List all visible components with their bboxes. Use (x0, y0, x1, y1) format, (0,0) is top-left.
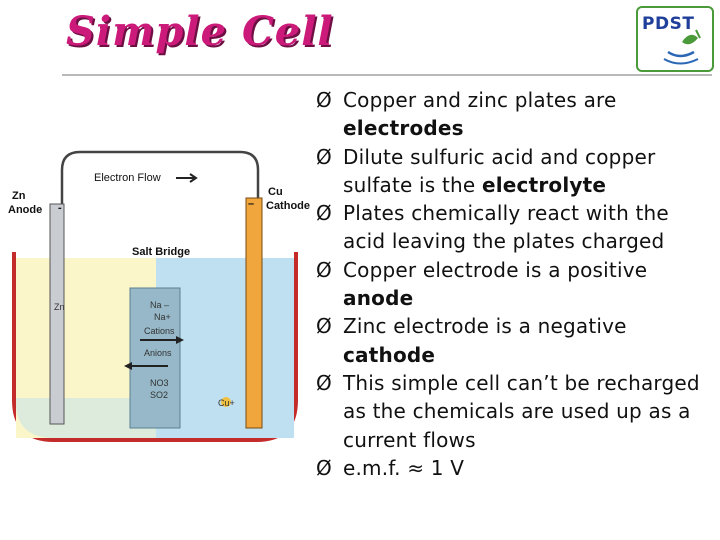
bullet-keyword: cathode (343, 342, 436, 367)
nitrate-ion-label: NO3 (150, 378, 169, 388)
sodium-ion-label: Na – (150, 300, 170, 310)
sodium-ion-label-2: Na+ (154, 312, 171, 322)
bullet-item: Ø Zinc electrode is a negative cathode (316, 312, 716, 369)
copper-electrode (245, 197, 263, 429)
electron-flow-label: Electron Flow (94, 172, 161, 184)
bullet-arrow-icon: Ø (316, 144, 332, 169)
bullet-text: Plates chemically react with the acid le… (343, 201, 669, 254)
bullet-arrow-icon: Ø (316, 88, 332, 112)
zn-ion-label: Zn (54, 302, 65, 312)
bullet-item: Ø This simple cell can’t be recharged as … (316, 369, 716, 454)
bullet-item: Ø Copper electrode is a positive anode (316, 256, 716, 313)
slide-title: Simple Cell (66, 8, 334, 55)
logo-graphic-icon (663, 29, 701, 65)
bullet-text: Zinc electrode is a negative (343, 314, 627, 339)
bullet-keyword: anode (343, 286, 414, 311)
copper-ion (221, 397, 231, 407)
external-wire (60, 150, 260, 216)
title-divider (62, 74, 712, 76)
salt-bridge (129, 287, 181, 429)
bullet-text: e.m.f. ≈ 1 V (343, 455, 465, 480)
bullet-item: Ø Dilute sulfuric acid and copper sulfate… (316, 143, 716, 200)
bullet-arrow-icon: Ø (316, 201, 332, 226)
bullet-arrow-icon: Ø (316, 455, 332, 480)
pdst-logo: PDST (636, 6, 714, 72)
zinc-sign: - (58, 202, 62, 214)
cu-label: Cu (268, 186, 283, 198)
cathode-label: Cathode (266, 200, 310, 212)
bullet-keyword: electrolyte (481, 172, 607, 197)
logo-text: PDST (642, 14, 695, 34)
copper-sign: – (248, 198, 255, 210)
simple-cell-diagram (12, 150, 298, 442)
cations-label: Cations (144, 326, 175, 336)
bullet-item: Ø Plates chemically react with the acid l… (316, 199, 716, 256)
bullet-text: Copper electrode is a positive (343, 257, 648, 282)
sulfate-ion-label: SO2 (150, 390, 169, 400)
zn-label: Zn (12, 190, 26, 202)
bullet-arrow-icon: Ø (316, 314, 332, 339)
anions-label: Anions (144, 348, 172, 358)
bullet-text: This simple cell can’t be recharged as t… (343, 370, 700, 452)
bullet-item: Ø Copper and zinc plates are electrodes (316, 86, 716, 143)
bullet-text: Copper and zinc plates are (343, 88, 617, 112)
cu-ion-label: Cu+ (218, 398, 235, 408)
salt-bridge-label: Salt Bridge (132, 246, 191, 258)
bullet-arrow-icon: Ø (316, 370, 332, 395)
anode-label: Anode (8, 204, 43, 216)
bullet-keyword: electrodes (343, 116, 464, 141)
zinc-electrode (49, 203, 65, 425)
bullet-arrow-icon: Ø (316, 257, 332, 282)
bullet-text: Dilute sulfuric acid and copper sulfate … (343, 144, 656, 197)
